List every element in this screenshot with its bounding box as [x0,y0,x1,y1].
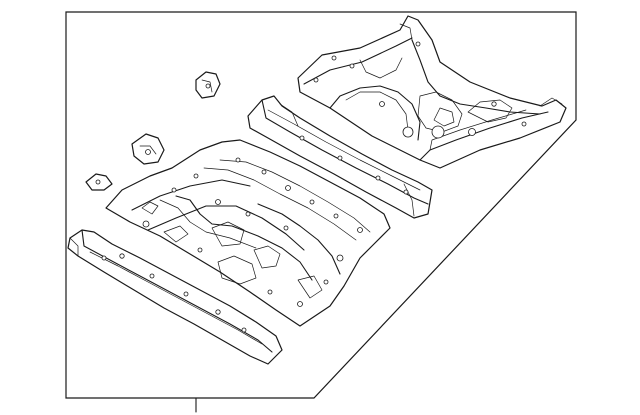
small-bracket-left [85,173,113,191]
small-bracket-top [195,71,221,99]
small-bracket-mid [131,133,165,165]
crossmember-middle [247,95,433,219]
front-floor-pan [105,139,391,327]
rear-floor-pan [297,15,567,169]
crossmember-front [67,229,283,365]
diagram-frame [65,11,577,399]
